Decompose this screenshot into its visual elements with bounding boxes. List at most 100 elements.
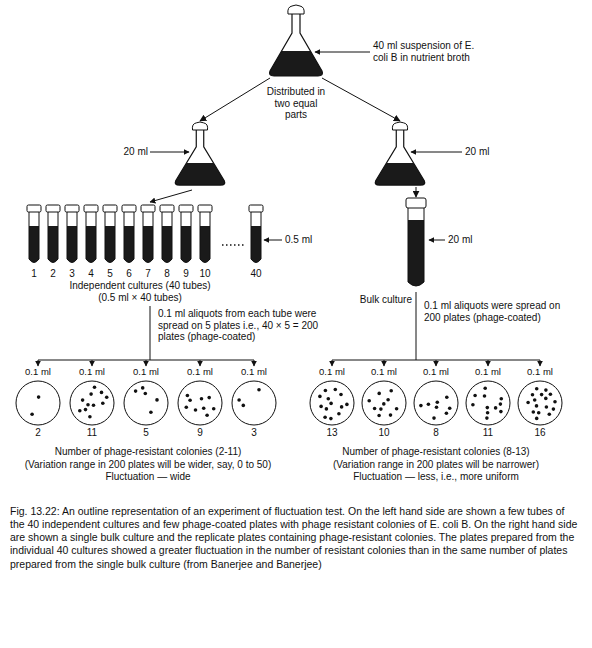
flask-liquid (175, 163, 224, 185)
colony-dot (205, 414, 209, 418)
result-summary: Fluctuation — wide (13, 471, 283, 483)
culture-tube (122, 205, 136, 263)
colony-count: 5 (121, 427, 171, 439)
colony-dot (473, 394, 477, 398)
colony-dot (386, 398, 390, 402)
colony-dot (432, 416, 436, 420)
colony-dot (329, 417, 333, 421)
bracket-tick (146, 360, 147, 366)
colony-dot (257, 388, 261, 392)
tube-liquid (86, 226, 96, 263)
plate-circle (518, 381, 562, 425)
tube-outline (251, 212, 261, 263)
flask-stopper (192, 122, 207, 130)
bracket-tick (254, 360, 255, 366)
tube-liquid (181, 226, 191, 263)
colony-dot (318, 395, 322, 399)
flask-stopper (392, 122, 407, 130)
tube-cap (84, 205, 98, 212)
tube-cap (406, 198, 426, 208)
tube-outline (181, 212, 191, 263)
leader-arrow (429, 240, 445, 241)
colony-dot (149, 410, 153, 414)
colony-dot (379, 407, 383, 411)
tube-outline (143, 212, 153, 263)
aliquot-volume: 0.1 ml (510, 367, 570, 378)
petri-plate: 0.1 ml5 (121, 367, 171, 439)
colony-dot (323, 416, 327, 420)
tube-number: 10 (193, 268, 217, 280)
tube-liquid (105, 226, 115, 263)
bracket-tick (488, 360, 489, 366)
colony-dot (535, 387, 539, 391)
aliquot-volume: 0.1 ml (302, 367, 362, 378)
petri-plate: 0.1 ml3 (229, 367, 279, 439)
procedure-note: 0.1 ml aliquots were spread on 200 plate… (424, 300, 574, 323)
colony-dot (89, 392, 93, 396)
colony-dot (101, 402, 105, 406)
tube-outline (162, 212, 172, 263)
colony-dot (436, 400, 440, 404)
tube-liquid (29, 226, 39, 263)
bracket-tick (384, 360, 385, 366)
flow-line (416, 292, 417, 360)
petri-plate: 0.1 ml8 (411, 367, 461, 439)
bracket-tick (92, 360, 93, 366)
tube-outline (124, 212, 134, 263)
leader-arrow (315, 52, 370, 53)
flow-arrow (200, 78, 270, 121)
colony-dot (485, 416, 489, 420)
tube-cap (141, 205, 155, 212)
colony-dot (532, 410, 536, 414)
bracket-tick (436, 360, 437, 366)
petri-plate: 0.1 ml16 (515, 367, 565, 439)
culture-flask: 40 ml suspension of E. coli B in nutrien… (266, 5, 326, 77)
flask-liquid (375, 163, 424, 185)
colony-dot (334, 388, 338, 392)
plate-circle (466, 381, 510, 425)
colony-count: 10 (359, 427, 409, 439)
colony-dot (377, 414, 381, 418)
result-note: (Variation range in 200 plates will be n… (311, 459, 561, 471)
colony-dot (212, 407, 216, 411)
tube-outline (86, 212, 96, 263)
tube-outline (48, 212, 58, 263)
colony-dot (134, 389, 138, 393)
callout-text: 20 ml (465, 146, 505, 158)
petri-plate: 0.1 ml9 (175, 367, 225, 439)
volume-callout: 0.5 ml (285, 234, 325, 246)
colony-dot (483, 394, 487, 398)
tube-liquid (251, 226, 261, 263)
colony-dot (325, 407, 329, 411)
tube-outline (105, 212, 115, 263)
petri-plate: 0.1 ml11 (463, 367, 513, 439)
colony-dot (373, 407, 377, 411)
culture-tube (249, 205, 263, 263)
callout-text: 40 ml suspension of E. coli B in nutrien… (373, 40, 491, 63)
colony-dot (324, 389, 328, 393)
petri-plate: 0.1 ml11 (67, 367, 117, 439)
flask-outline (172, 122, 228, 186)
tube-cap (198, 205, 212, 212)
colony-dot (327, 397, 331, 401)
culture-flask: 20 ml (172, 122, 228, 186)
colony-dot (483, 387, 487, 391)
tube-outline (67, 212, 77, 263)
colony-dot (500, 397, 504, 401)
culture-tube (103, 205, 117, 263)
colony-dot (533, 398, 537, 402)
tube-liquid (67, 226, 77, 263)
distribution-note: Distributed in two equal parts (266, 86, 326, 121)
flow-arrow (322, 78, 400, 121)
colony-count: 11 (67, 427, 117, 439)
colony-dot (319, 405, 323, 409)
colony-dot (144, 392, 148, 396)
bracket-tick (540, 360, 541, 366)
colony-dot (445, 411, 449, 415)
tube-cap (122, 205, 136, 212)
tube-number: 7 (136, 268, 160, 280)
tube-cap (249, 205, 263, 212)
colony-dot (202, 407, 206, 411)
tube-number: 3 (60, 268, 84, 280)
tube-number: 5 (98, 268, 122, 280)
